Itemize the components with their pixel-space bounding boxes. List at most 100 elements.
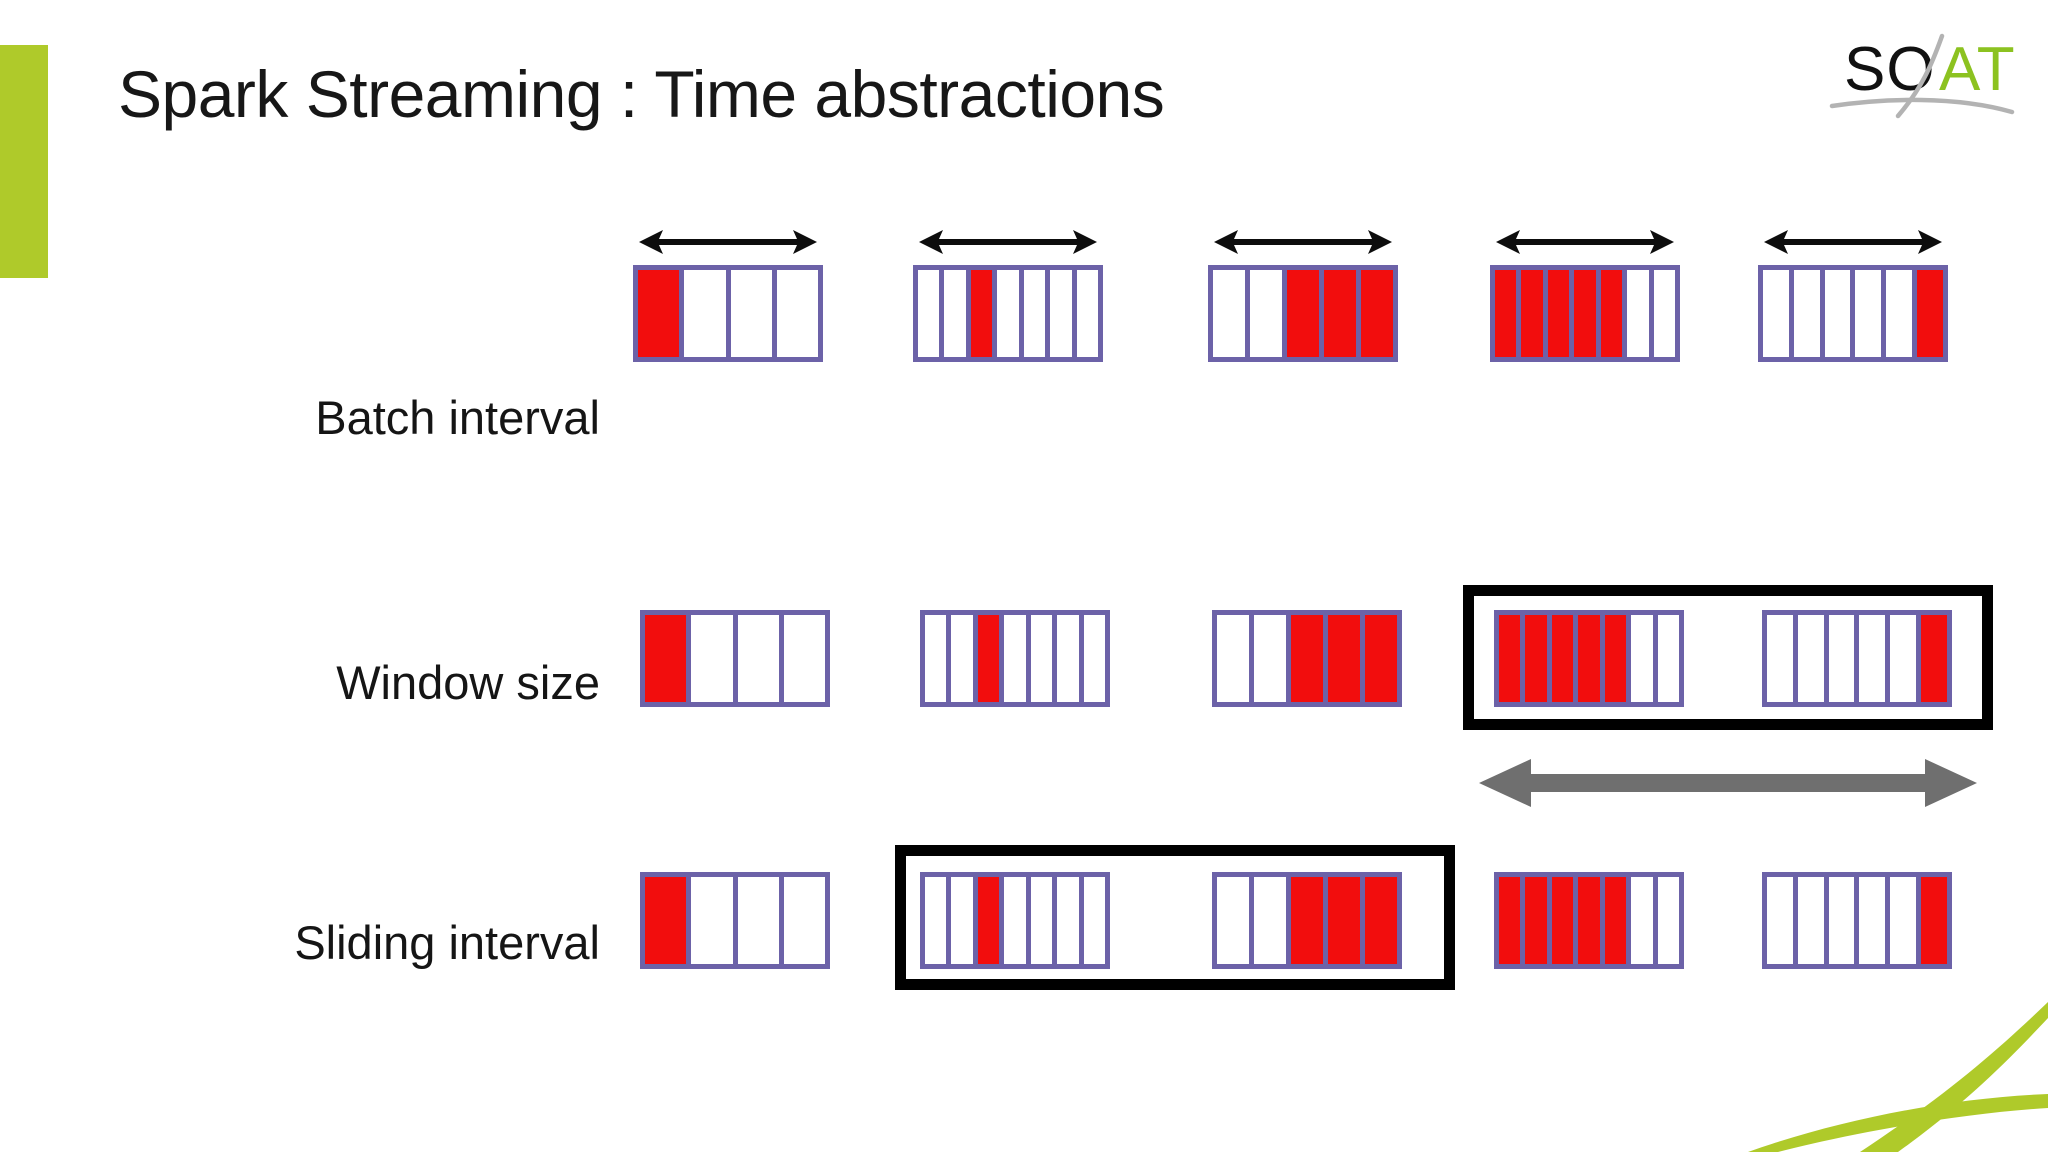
cell [925, 877, 947, 964]
cell [1653, 270, 1675, 357]
cell [1551, 615, 1574, 702]
cell [1291, 877, 1323, 964]
window-group-3 [1212, 610, 1402, 707]
cell [944, 270, 966, 357]
cell [1023, 270, 1046, 357]
cell [1657, 615, 1679, 702]
row-label-sliding-interval: Sliding interval [294, 916, 600, 969]
cell [1921, 877, 1947, 964]
cell [1365, 877, 1397, 964]
cell [977, 877, 1000, 964]
cell [1287, 270, 1319, 357]
cell [1551, 877, 1574, 964]
cell [1254, 615, 1286, 702]
cell [1578, 877, 1600, 964]
cell [1521, 270, 1543, 357]
svg-text:SO: SO [1844, 35, 1936, 104]
batch-group-5 [1758, 265, 1948, 362]
cell [1797, 877, 1824, 964]
cell [684, 270, 726, 357]
batch-interval-arrow [1208, 225, 1398, 259]
cell [1499, 877, 1521, 964]
cell [1076, 270, 1098, 357]
left-accent-bar [0, 45, 48, 278]
cell [1050, 270, 1072, 357]
sliding-group-4 [1494, 872, 1684, 969]
cell [1083, 877, 1105, 964]
cell [1057, 615, 1079, 702]
window-group-4 [1494, 610, 1684, 707]
cell [1600, 270, 1623, 357]
cell [645, 877, 687, 964]
cell [1083, 615, 1105, 702]
cell [1057, 877, 1079, 964]
batch-interval-arrow [633, 225, 823, 259]
cell [783, 877, 825, 964]
cell [783, 615, 825, 702]
cell [1859, 877, 1886, 964]
cell [951, 615, 973, 702]
cell [1631, 877, 1653, 964]
cell [1328, 877, 1360, 964]
sliding-group-5 [1762, 872, 1952, 969]
cell [1217, 615, 1249, 702]
sliding-group-1 [640, 872, 830, 969]
cell [1328, 615, 1360, 702]
cell [1890, 615, 1917, 702]
cell [638, 270, 680, 357]
row-label-window-size: Window size [336, 656, 600, 709]
cell [1855, 270, 1882, 357]
cell [1004, 877, 1026, 964]
cell [691, 615, 733, 702]
batch-interval-arrow [1758, 225, 1948, 259]
cell [1250, 270, 1282, 357]
batch-group-1 [633, 265, 823, 362]
cell [1495, 270, 1517, 357]
cell [1828, 877, 1855, 964]
window-group-5 [1762, 610, 1952, 707]
cell [730, 270, 772, 357]
window-size-arrow [1473, 755, 1983, 811]
sliding-group-3 [1212, 872, 1402, 969]
cell [1574, 270, 1596, 357]
cell [1499, 615, 1521, 702]
sliding-interval-highlight [895, 845, 1455, 990]
cell [1547, 270, 1570, 357]
window-size-highlight [1463, 585, 1993, 730]
cell [925, 615, 947, 702]
cell [1631, 615, 1653, 702]
window-group-1 [640, 610, 830, 707]
cell [1525, 877, 1547, 964]
cell [1767, 877, 1793, 964]
cell [1886, 270, 1913, 357]
cell [1890, 877, 1917, 964]
cell [1604, 877, 1627, 964]
batch-group-2 [913, 265, 1103, 362]
cell [776, 270, 818, 357]
cell [1217, 877, 1249, 964]
cell [1657, 877, 1679, 964]
cell [1859, 615, 1886, 702]
batch-group-3 [1208, 265, 1398, 362]
cell [1627, 270, 1649, 357]
svg-text:AT: AT [1939, 35, 2016, 104]
cell [977, 615, 1000, 702]
cell [951, 877, 973, 964]
cell [1525, 615, 1547, 702]
cell [1213, 270, 1245, 357]
cell [1361, 270, 1393, 357]
cell [1763, 270, 1789, 357]
cell [1004, 615, 1026, 702]
cell [1604, 615, 1627, 702]
cell [997, 270, 1019, 357]
sliding-group-2 [920, 872, 1110, 969]
batch-interval-arrow [913, 225, 1103, 259]
cell [737, 615, 779, 702]
cell [1291, 615, 1323, 702]
cell [645, 615, 687, 702]
cell [1365, 615, 1397, 702]
cell [1324, 270, 1356, 357]
cell [1917, 270, 1943, 357]
cell [1030, 615, 1053, 702]
